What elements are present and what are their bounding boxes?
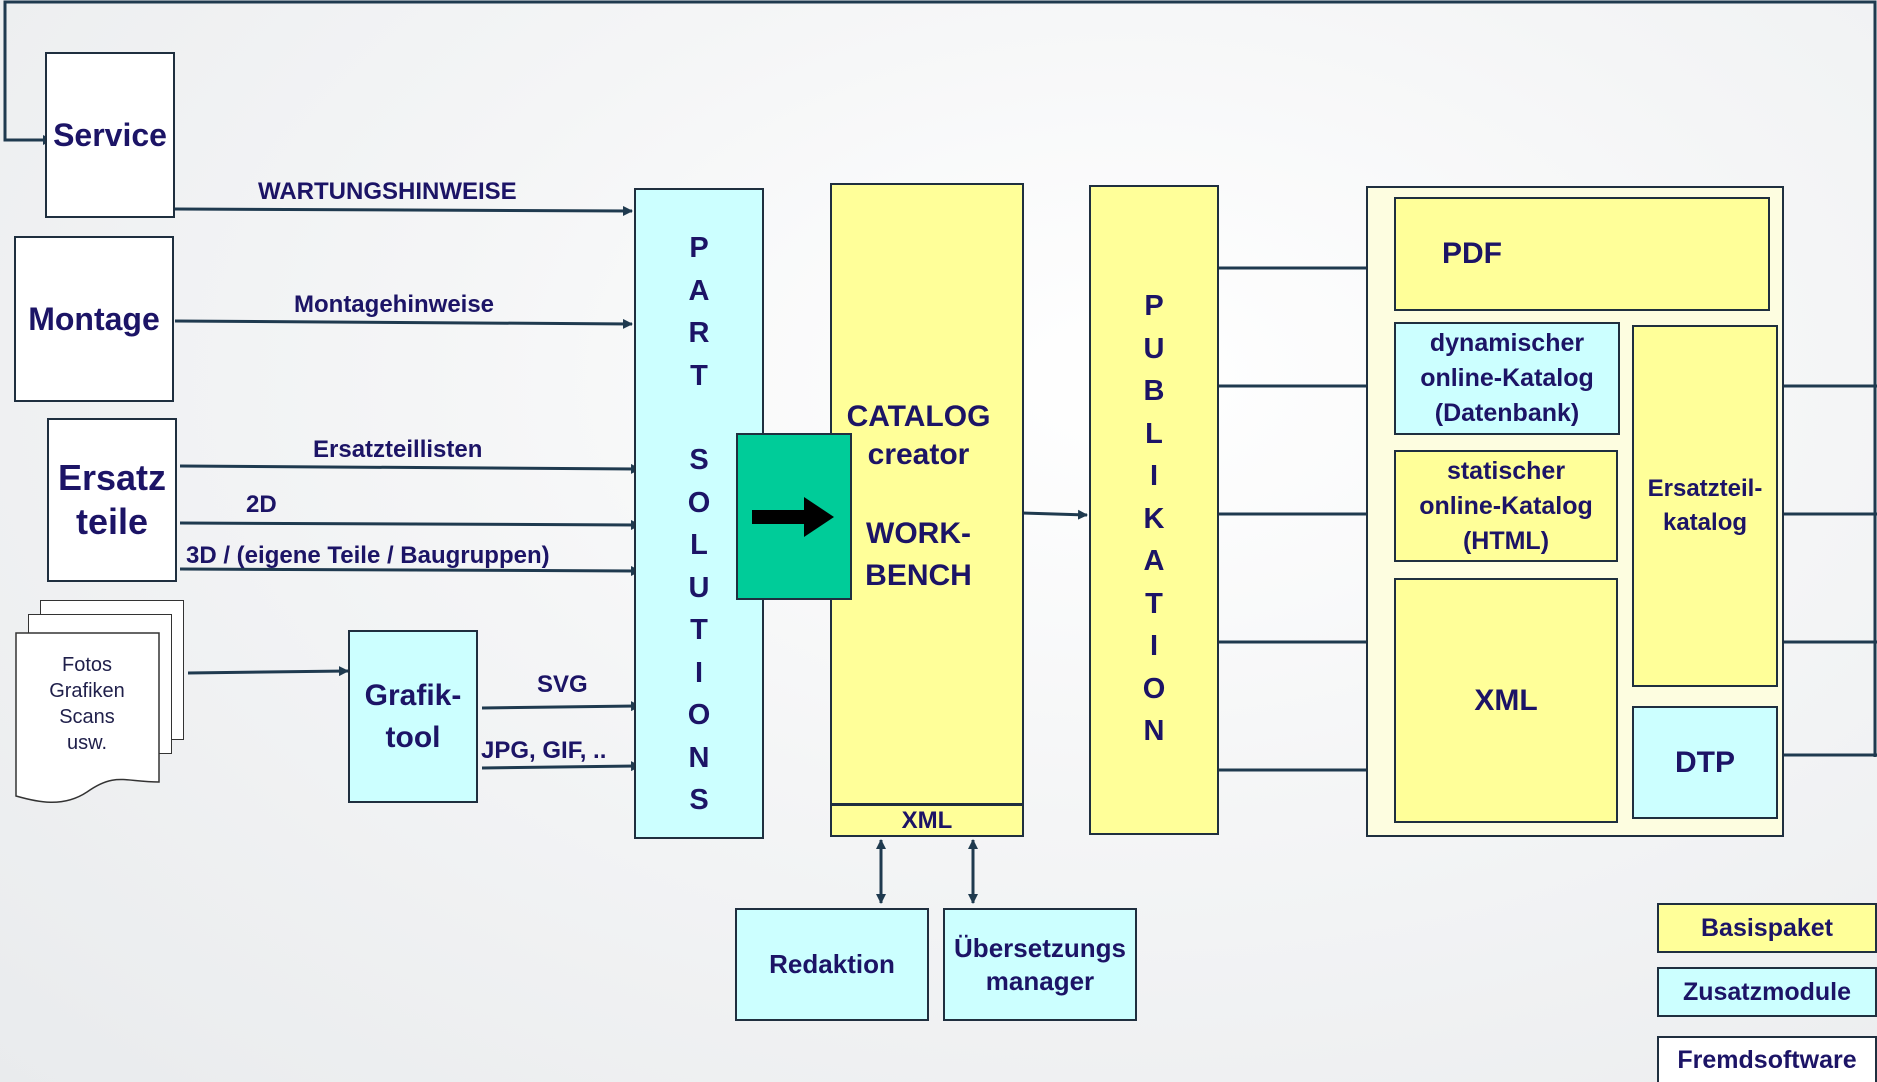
output-dynamic-catalog: dynamischer online-Katalog (Datenbank)	[1394, 322, 1620, 435]
document-icon	[15, 632, 160, 803]
flow-label-2d: 2D	[246, 491, 277, 518]
montage-box: Montage	[14, 236, 174, 402]
uebersetzungsmanager-box: Übersetzungs manager	[943, 908, 1137, 1021]
static-line-1: statischer	[1446, 456, 1566, 485]
flow-label-svg: SVG	[537, 671, 588, 698]
static-line-3: (HTML)	[1462, 526, 1550, 555]
service-label: Service	[53, 117, 167, 153]
grafiktool-label-line1: Grafik-	[364, 678, 462, 712]
uebersetzung-line-2: manager	[985, 965, 1095, 996]
output-dtp: DTP	[1632, 706, 1778, 819]
legend-basispaket-label: Basispaket	[1700, 913, 1834, 942]
partsolutions-label-part: P A R T	[688, 232, 710, 392]
service-box: Service	[45, 52, 175, 218]
legend-basispaket: Basispaket	[1657, 903, 1877, 953]
static-line-2: online-Katalog	[1419, 491, 1593, 520]
grafiktool-label-line2: tool	[385, 720, 441, 754]
output-xml-label: XML	[1474, 683, 1538, 717]
dynamic-line-2: online-Katalog	[1420, 364, 1594, 392]
montage-label: Montage	[28, 301, 160, 337]
output-xml: XML	[1394, 578, 1618, 823]
ersatzteile-label-line2: teile	[75, 501, 149, 542]
flow-label-ersatzteillisten: Ersatzteillisten	[313, 436, 483, 463]
workbench-title: WORK- BENCH	[846, 513, 991, 597]
catalog-title: CATALOG creator	[836, 398, 1001, 474]
ersatzteilkatalog-line-1: Ersatzteil-	[1647, 475, 1763, 502]
uebersetzung-line-1: Übersetzungs	[954, 932, 1126, 963]
output-pdf: PDF	[1394, 197, 1770, 311]
workbench-line-1: WORK-	[866, 517, 971, 550]
grafiktool-box: Grafik- tool	[348, 630, 478, 803]
partsolutions-label-solutions: S O L U T I O N S	[687, 444, 711, 816]
dynamic-line-1: dynamischer	[1429, 329, 1585, 357]
output-dtp-label: DTP	[1675, 745, 1735, 779]
legend-zusatzmodule-label: Zusatzmodule	[1682, 977, 1852, 1006]
transfer-arrow-box	[736, 433, 852, 600]
fotos-line-2: Grafiken	[49, 680, 125, 702]
output-static-catalog: statischer online-Katalog (HTML)	[1394, 450, 1618, 562]
ersatzteile-label-line1: Ersatz	[57, 457, 167, 498]
workbench-line-2: BENCH	[865, 559, 972, 592]
legend-fremdsoftware: Fremdsoftware	[1657, 1036, 1877, 1082]
catalog-line-1: CATALOG	[846, 400, 991, 433]
publikation-label: P U B L I K A T I O N	[1142, 290, 1166, 747]
legend-fremdsoftware-label: Fremdsoftware	[1677, 1045, 1857, 1074]
right-arrow-icon	[752, 496, 834, 537]
flow-label-3d: 3D / (eigene Teile / Baugruppen)	[186, 542, 550, 569]
ersatzteilkatalog-line-2: katalog	[1662, 509, 1748, 536]
output-pdf-label: PDF	[1442, 237, 1502, 270]
fotos-line-1: Fotos	[61, 654, 113, 676]
redaktion-box: Redaktion	[735, 908, 929, 1021]
catalog-line-2: creator	[867, 438, 970, 471]
flow-label-jpg-gif: JPG, GIF, ..	[481, 737, 607, 764]
catalog-xml-bar: XML	[830, 804, 1024, 837]
flow-label-wartungshinweise: WARTUNGSHINWEISE	[258, 178, 517, 205]
redaktion-label: Redaktion	[769, 949, 895, 979]
dynamic-line-3: (Datenbank)	[1434, 399, 1580, 427]
fotos-line-4: usw.	[66, 732, 108, 754]
legend-zusatzmodule: Zusatzmodule	[1657, 967, 1877, 1017]
ersatzteile-box: Ersatz teile	[47, 418, 177, 582]
flow-label-montagehinweise: Montagehinweise	[294, 291, 495, 318]
output-ersatzteilkatalog: Ersatzteil- katalog	[1632, 325, 1778, 687]
catalog-xml-label: XML	[901, 806, 953, 834]
fotos-line-3: Scans	[59, 706, 115, 728]
publikation-box	[1089, 185, 1219, 835]
catalog-workbench-box	[830, 183, 1024, 805]
fotos-label: Fotos Grafiken Scans usw.	[15, 652, 159, 756]
